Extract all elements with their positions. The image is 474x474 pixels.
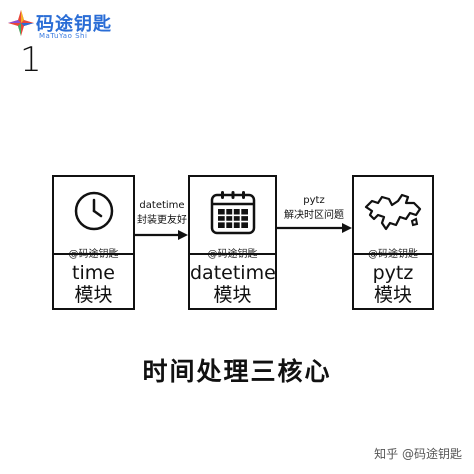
box-divider — [354, 253, 432, 255]
arrow-label-1: datetime 封装更友好 — [134, 200, 190, 226]
brand-name: 码途钥匙 — [36, 14, 112, 35]
module-label: 模块 — [373, 284, 412, 306]
diagram-title: 时间处理三核心 — [142, 357, 332, 386]
arrow-datetime-to-pytz — [277, 223, 352, 233]
module-label: 模块 — [213, 284, 252, 306]
brand-logo: 码途钥匙 MaTuYao Shi — [6, 8, 136, 42]
arrow-label-line: 解决时区问题 — [284, 210, 344, 221]
arrow-label-line: pytz — [303, 195, 325, 206]
arrow-label-2: pytz 解决时区问题 — [276, 195, 352, 221]
datetime-module-box: @码途钥匙 datetime 模块 — [188, 175, 277, 310]
module-name: datetime — [190, 262, 276, 284]
star-logo-icon — [8, 10, 34, 36]
calendar-icon — [210, 191, 255, 235]
arrow-label-line: 封装更友好 — [137, 215, 187, 226]
step-number: 1 — [20, 40, 42, 80]
time-module-box: @码途钥匙 time 模块 — [52, 175, 135, 310]
module-label: 模块 — [74, 284, 113, 306]
box-divider — [190, 253, 275, 255]
brand-subtitle: MaTuYao Shi — [39, 32, 88, 40]
arrow-label-line: datetime — [139, 200, 185, 211]
pytz-module-box: @码途钥匙 pytz 模块 — [352, 175, 434, 310]
map-icon — [364, 193, 422, 231]
footer-credit: 知乎 @码途钥匙 — [374, 447, 462, 461]
box-divider — [54, 253, 133, 255]
clock-icon — [74, 191, 113, 231]
arrow-time-to-datetime — [135, 230, 188, 240]
module-name: time — [72, 262, 115, 284]
module-name: pytz — [372, 262, 414, 284]
